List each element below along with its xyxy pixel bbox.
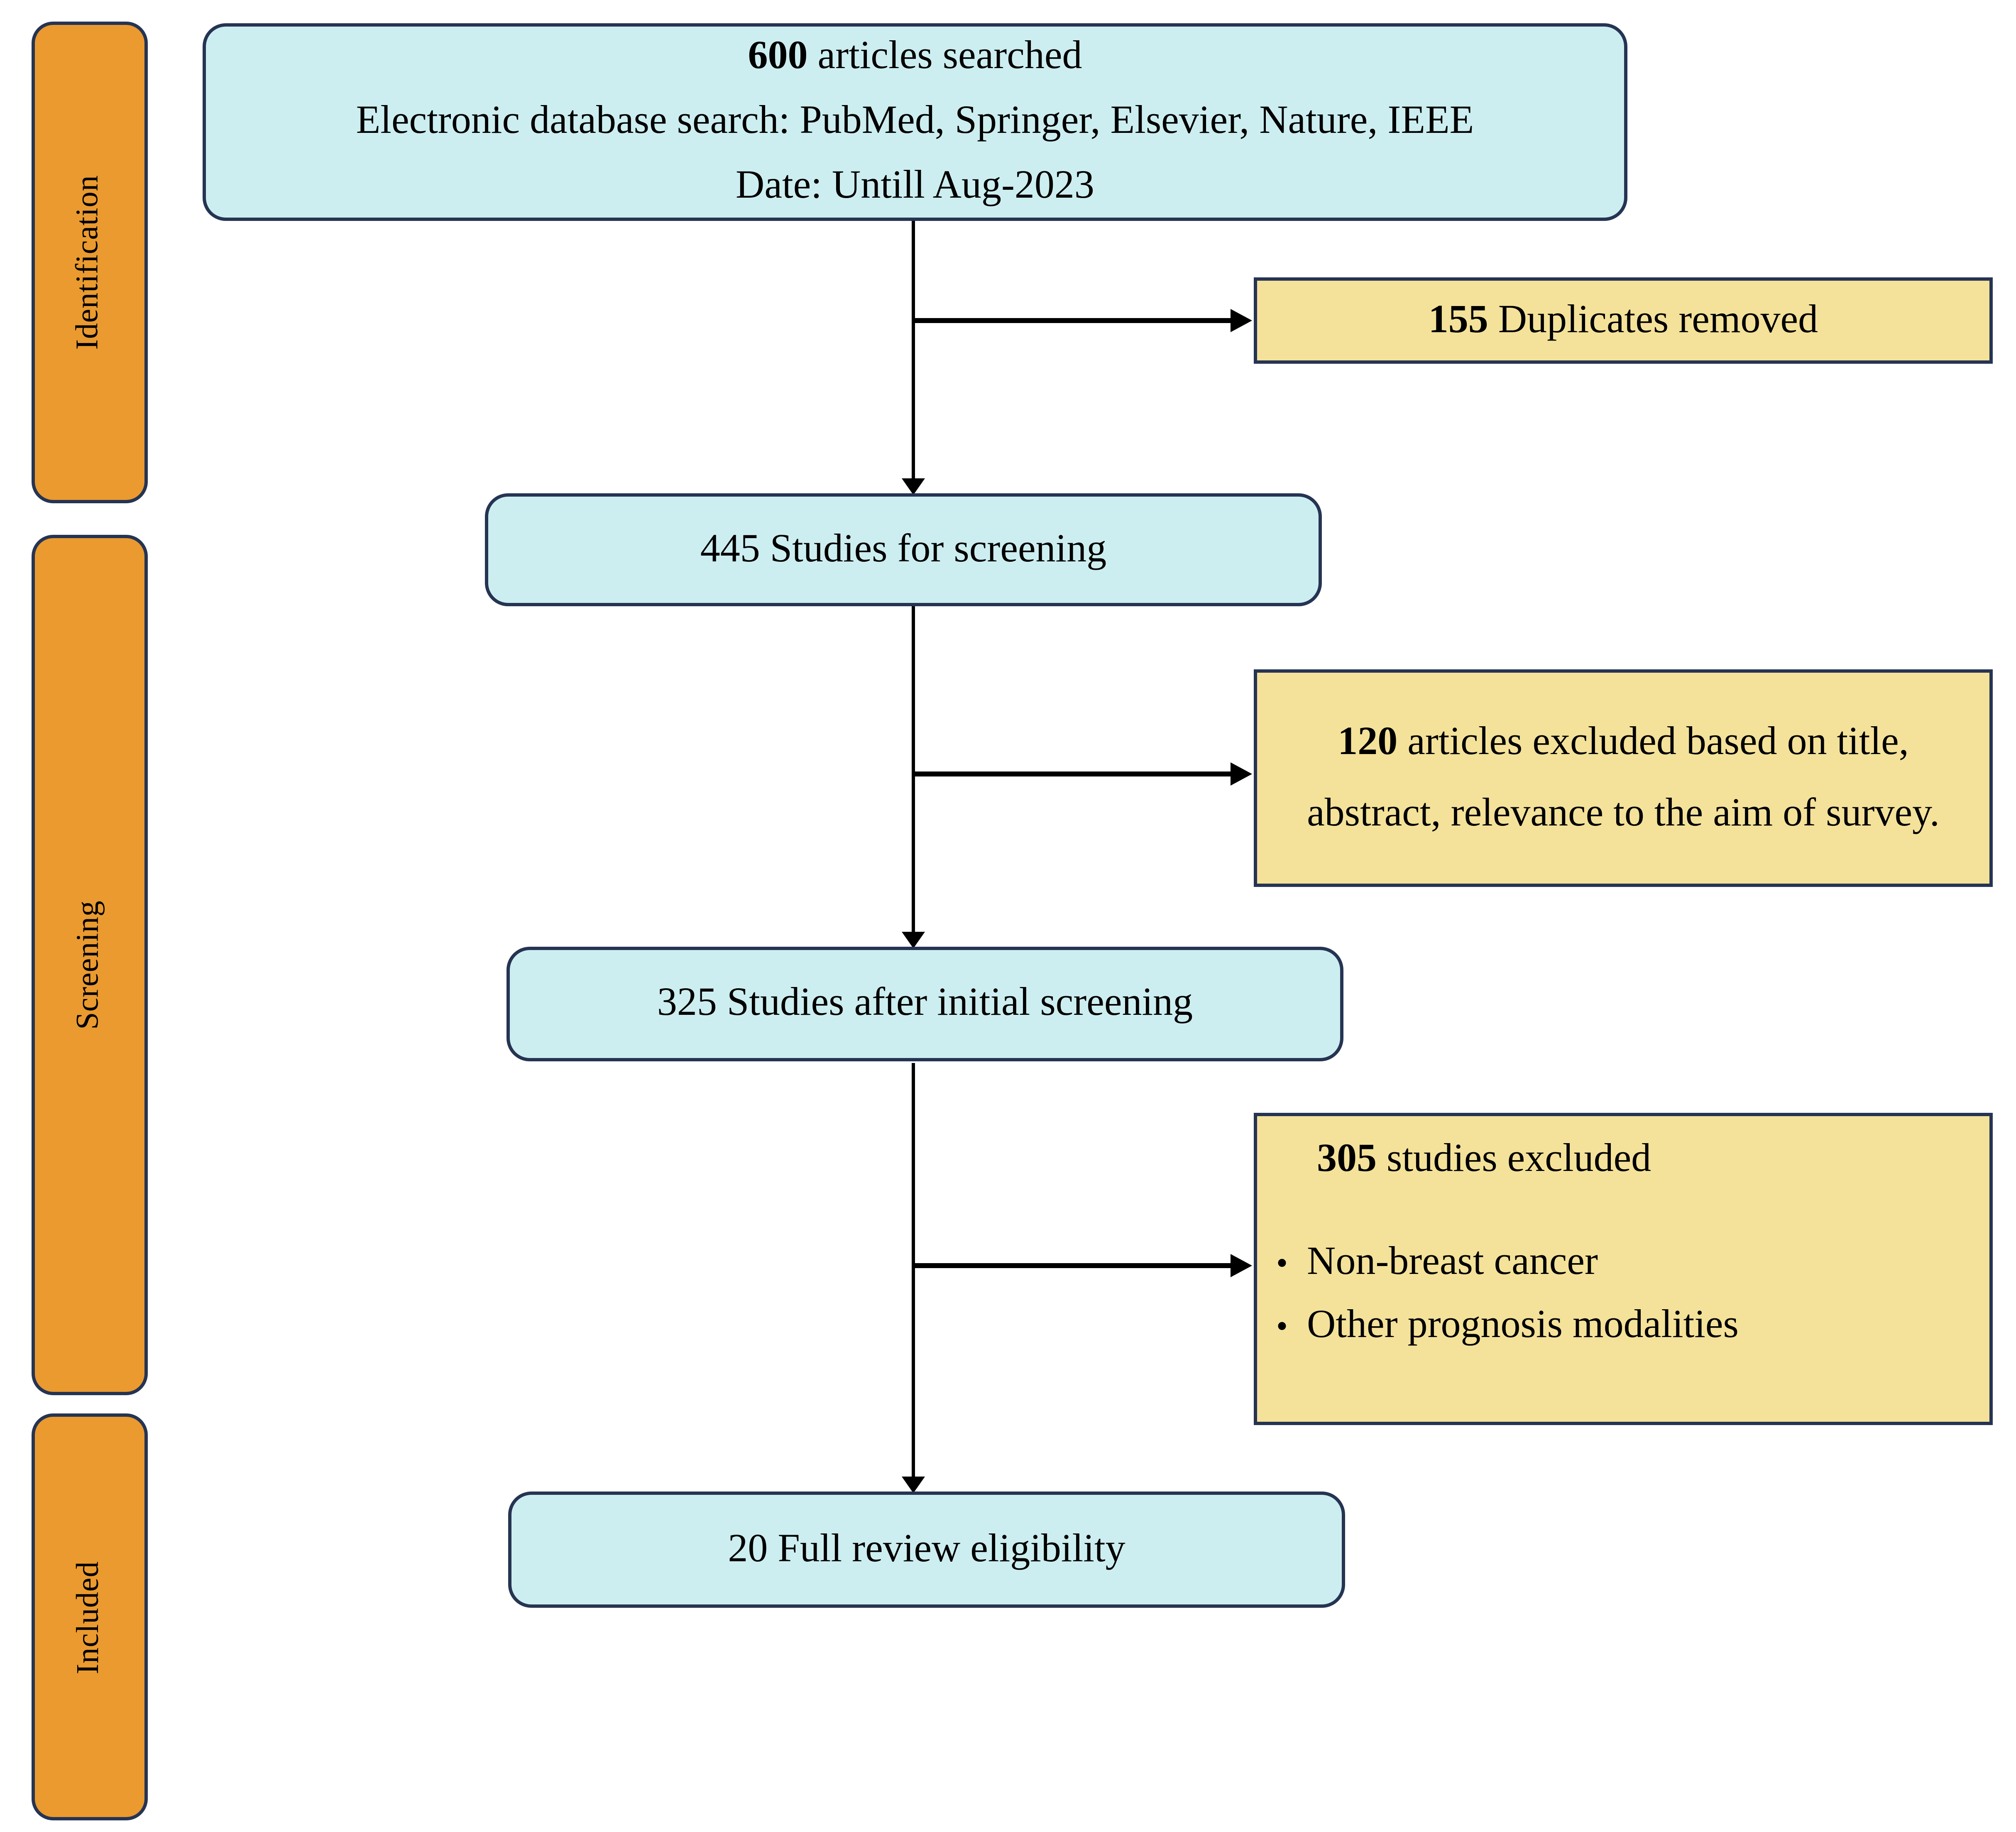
excluded-title-abstract-count: 120 (1338, 720, 1398, 764)
bullet-text-other-prognosis: Other prognosis modalities (1307, 1303, 1739, 1347)
studies-excluded-count: 305 (1317, 1138, 1377, 1181)
searched-count: 600 (748, 35, 808, 78)
studies-after-initial-screening-box: 325 Studies after initial screening (506, 947, 1343, 1061)
searched-text: articles searched (807, 35, 1082, 78)
excluded-title-abstract-label: articles excluded based on title, abstra… (1307, 720, 1940, 835)
studies-after-initial-screening-label: 325 Studies after initial screening (657, 982, 1193, 1025)
arrowhead-right-1 (1231, 309, 1252, 332)
studies-excluded-label: studies excluded (1377, 1138, 1651, 1181)
stage-identification: Identification (32, 22, 148, 503)
stage-screening-label: Screening (71, 900, 106, 1030)
studies-for-screening-box: 445 Studies for screening (485, 493, 1322, 606)
full-review-eligibility-box: 20 Full review eligibility (508, 1492, 1345, 1608)
studies-excluded-box: 305 studies excluded • Non-breast cancer… (1254, 1113, 1993, 1425)
studies-excluded-heading: 305 studies excluded (1257, 1138, 1966, 1183)
duplicates-removed-box: 155 Duplicates removed (1254, 277, 1993, 364)
searched-line-1: 600 articles searched (748, 25, 1082, 90)
stage-included-label: Included (71, 1560, 107, 1674)
searched-line-2: Electronic database search: PubMed, Spri… (356, 100, 1474, 143)
excluded-title-abstract-text: 120 articles excluded based on title, ab… (1290, 707, 1956, 849)
bullet-icon: • (1276, 1246, 1288, 1282)
duplicates-removed-text: 155 Duplicates removed (1429, 298, 1818, 343)
list-item: • Other prognosis modalities (1257, 1295, 1966, 1358)
stage-identification-label: Identification (71, 175, 106, 350)
studies-for-screening-label: 445 Studies for screening (700, 527, 1107, 571)
duplicates-removed-label: Duplicates removed (1488, 298, 1818, 341)
searched-box: 600 articles searched Electronic databas… (203, 23, 1627, 221)
arrowhead-down-2 (902, 932, 925, 948)
arrowhead-right-2 (1231, 762, 1252, 786)
bullet-text-non-breast-cancer: Non-breast cancer (1307, 1241, 1598, 1284)
stage-included: Included (32, 1413, 148, 1820)
searched-line-3: Date: Untill Aug-2023 (736, 164, 1094, 208)
studies-excluded-bullet-list: • Non-breast cancer • Other prognosis mo… (1257, 1232, 1966, 1357)
stage-screening: Screening (32, 535, 148, 1395)
list-item: • Non-breast cancer (1257, 1232, 1966, 1295)
arrowhead-right-3 (1231, 1254, 1252, 1277)
full-review-eligibility-label: 20 Full review eligibility (728, 1527, 1125, 1570)
bullet-icon: • (1276, 1308, 1288, 1345)
arrowhead-down-3 (902, 1477, 925, 1493)
duplicates-removed-count: 155 (1428, 298, 1488, 341)
arrowhead-down-1 (902, 478, 925, 495)
excluded-title-abstract-box: 120 articles excluded based on title, ab… (1254, 669, 1993, 887)
